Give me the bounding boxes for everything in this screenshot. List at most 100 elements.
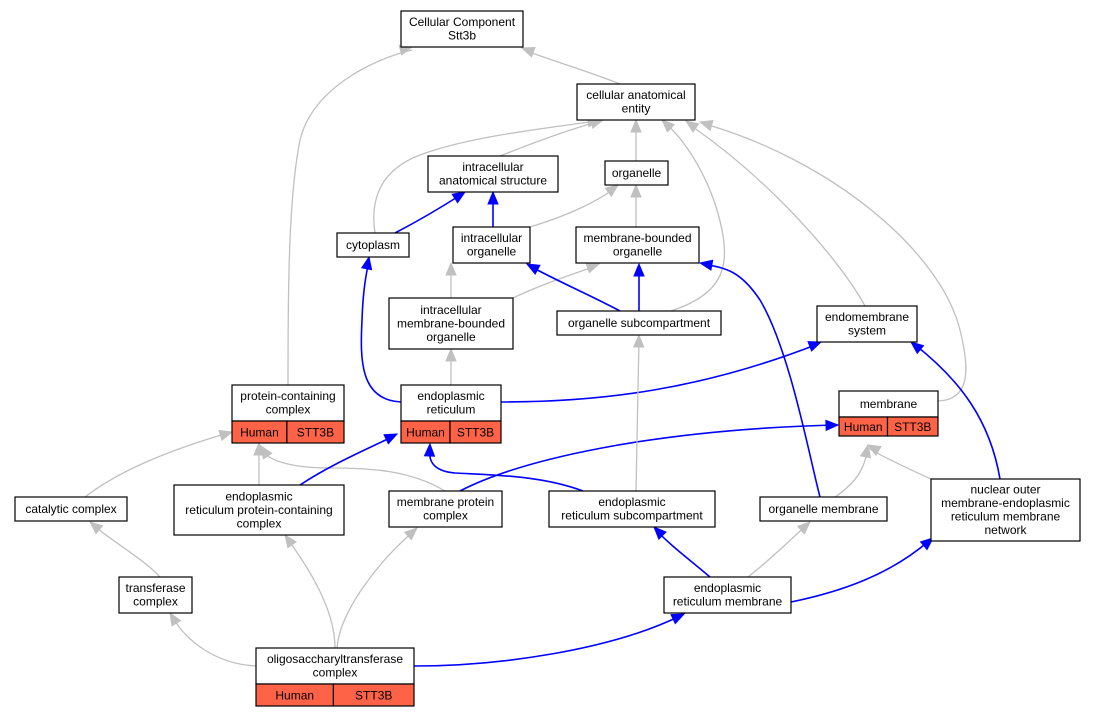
arrowhead-icon (403, 527, 418, 541)
node-label-line: oligosaccharyltransferase (267, 652, 403, 666)
node-label-line: entity (622, 102, 651, 116)
node-label-line: cellular anatomical (586, 88, 685, 102)
edge-er_membrane-to-nuclear_outer_membrane_er_network (790, 537, 934, 603)
node-organelle-subcompartment[interactable]: organelle subcompartment (556, 310, 722, 336)
node-label-line: nuclear outer (970, 483, 1040, 497)
annotation-cell (886, 416, 939, 437)
edge-oligosaccharyltransferase_complex-to-transferase_complex (169, 611, 257, 667)
arrowhead-icon (661, 119, 676, 133)
node-catalytic-complex[interactable]: catalytic complex (14, 496, 128, 522)
node-box (118, 576, 193, 614)
node-label-line: membrane-endoplasmic (941, 496, 1070, 510)
edge-line (413, 615, 681, 667)
node-box (548, 490, 716, 528)
node-label-line: membrane-bounded (583, 231, 691, 245)
node-organelle-membrane[interactable]: organelle membrane (759, 496, 888, 522)
node-label-line: endoplasmic (417, 389, 484, 403)
edge-organelle-to-cellular_anatomical_entity (630, 118, 642, 161)
node-label-line: complex (266, 403, 311, 417)
arrowhead-icon (604, 184, 620, 198)
edge-intracellular_anatomical_structure-to-cellular_anatomical_entity (499, 117, 605, 157)
edge-line (747, 523, 809, 578)
edge-line (664, 122, 726, 312)
node-label-line: protein-containing (240, 389, 335, 403)
edge-line (428, 446, 584, 492)
node-box (388, 297, 514, 350)
edge-line (702, 263, 821, 498)
edge-line (913, 343, 1001, 480)
node-cytoplasm[interactable]: cytoplasm (336, 232, 410, 258)
node-label-line: endomembrane (825, 310, 909, 324)
edge-membrane-to-cellular_anatomical_entity (698, 120, 967, 402)
node-label-line: membrane (860, 397, 918, 411)
node-label-line: organelle (613, 245, 663, 259)
annotation-species: Human (275, 689, 314, 703)
node-box (427, 155, 559, 193)
annotation-species: Human (406, 426, 445, 440)
arrowhead-icon (866, 444, 882, 457)
node-nuclear-outer-membrane-er-network[interactable]: nuclear outermembrane-endoplasmicreticul… (930, 478, 1081, 542)
node-label-line: reticulum protein-containing (185, 503, 332, 517)
annotation-gene: STT3B (355, 689, 392, 703)
arrowhead-icon (445, 347, 457, 362)
edge-endomembrane_system-to-cellular_anatomical_entity (684, 120, 866, 307)
edge-oligosaccharyltransferase_complex-to-er_protein_containing_complex (284, 533, 336, 649)
arrowhead-icon (653, 526, 667, 540)
edge-oligosaccharyltransferase_complex-to-membrane_protein_complex (336, 527, 418, 649)
arrowhead-icon (487, 190, 499, 205)
node-label-line: complex (237, 516, 282, 530)
arrowhead-icon (423, 442, 436, 457)
node-box (604, 160, 669, 186)
arrowhead-icon (684, 120, 700, 133)
node-label-line: organelle (612, 166, 662, 180)
edge-organelle_membrane-to-membrane_bounded_organelle (698, 259, 821, 498)
edge-catalytic_complex-to-protein_containing_complex (84, 430, 234, 498)
arrowhead-icon (825, 419, 840, 432)
annotation-cell (449, 420, 502, 444)
edge-cytoplasm-to-intracellular_anatomical_structure (394, 191, 467, 234)
node-box (336, 232, 410, 258)
edge-er_membrane-to-er_subcompartment (653, 526, 711, 578)
edge-intracellular_membrane_bounded_organelle-to-intracellular_organelle (445, 261, 457, 298)
arrowhead-icon (919, 537, 934, 551)
edge-line (523, 49, 621, 85)
node-box (400, 384, 502, 422)
node-organelle[interactable]: organelle (604, 160, 669, 186)
node-label-line: intracellular (461, 231, 522, 245)
annotation-cell (286, 420, 345, 444)
node-label-line: Stt3b (448, 29, 476, 43)
node-label-line: organelle (426, 330, 476, 344)
edge-organelle_subcompartment-to-cellular_anatomical_entity (661, 119, 726, 312)
node-label-line: reticulum subcompartment (561, 509, 703, 523)
edge-line (84, 432, 229, 498)
node-box (388, 490, 503, 528)
edge-organelle_membrane-to-membrane (834, 443, 872, 498)
node-label-line: membrane protein (397, 495, 494, 509)
node-label-line: reticulum membrane (673, 595, 783, 609)
arrowhead-icon (909, 341, 925, 355)
node-label-line: complex (423, 509, 468, 523)
annotation-cell (332, 683, 415, 707)
arrowhead-icon (670, 613, 686, 625)
edge-line (299, 435, 395, 486)
node-label-line: organelle membrane (768, 502, 878, 516)
node-label-line: cytoplasm (346, 238, 400, 252)
annotation-gene: STT3B (457, 426, 494, 440)
